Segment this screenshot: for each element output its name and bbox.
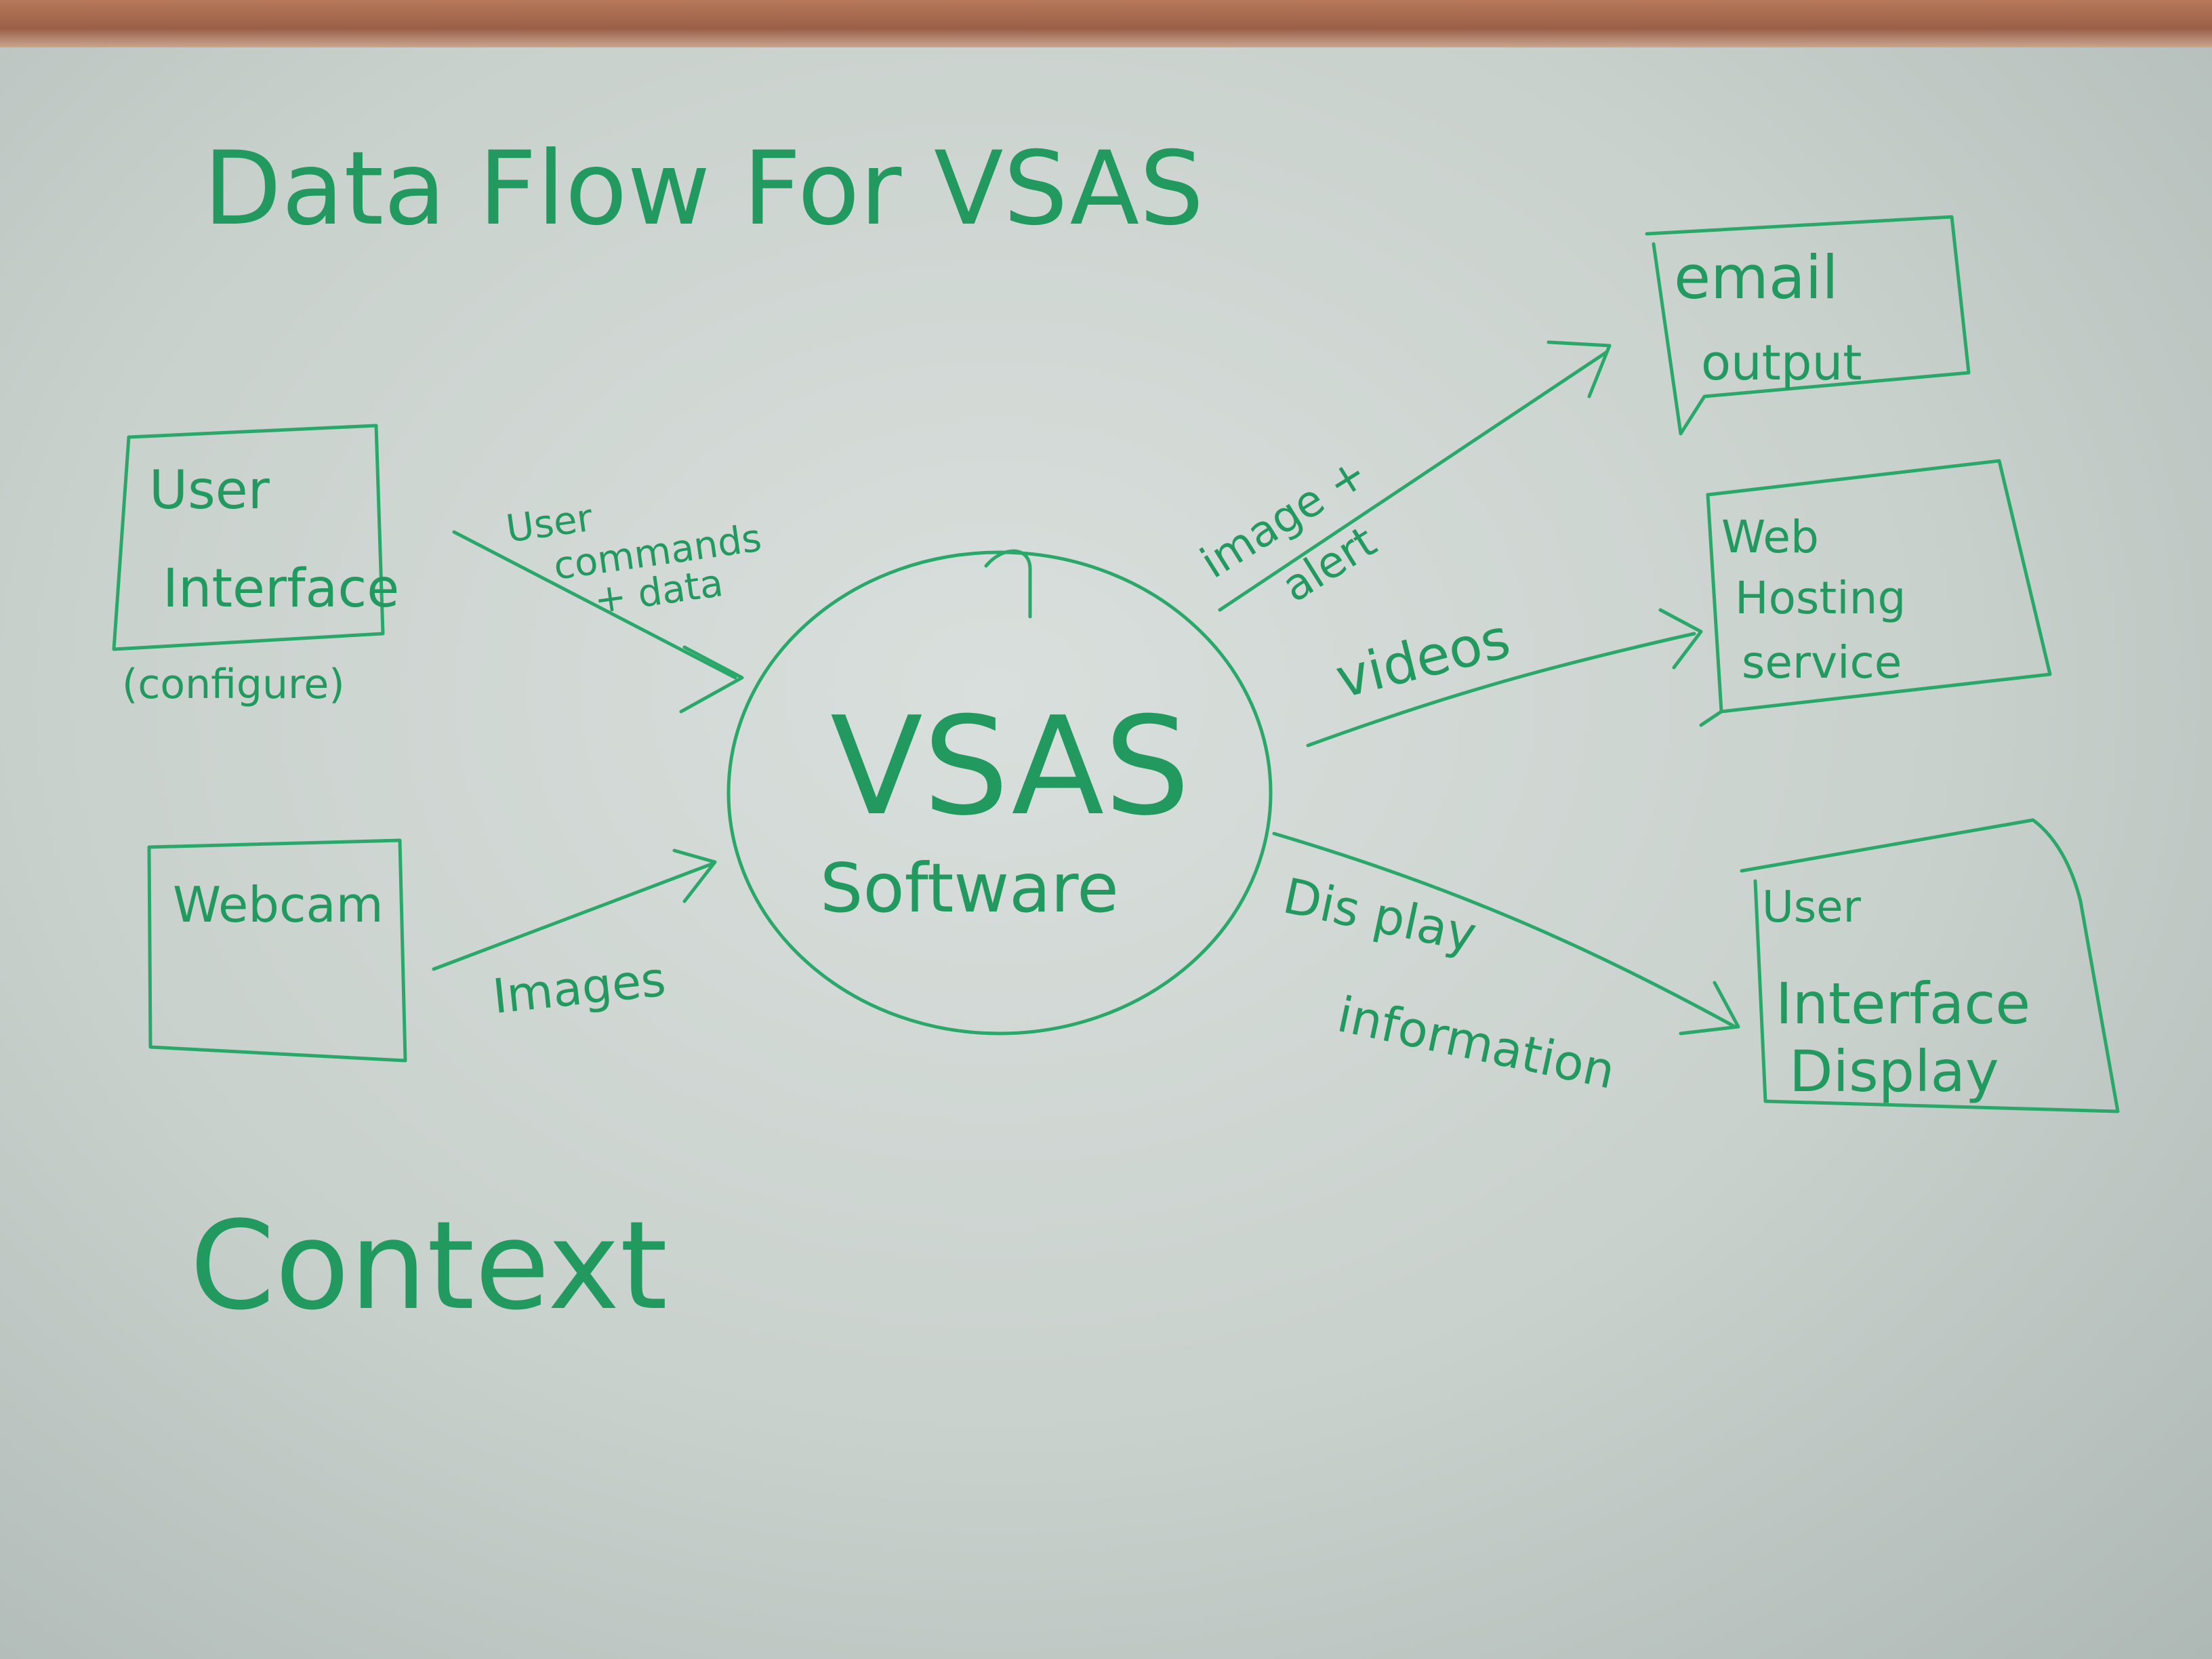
videos-arrowhead — [1658, 608, 1703, 670]
image-alert-arrow-line — [1218, 350, 1608, 612]
webcam-box — [147, 838, 407, 1063]
images-label: Images — [490, 951, 668, 1025]
webcam-node: Webcam — [147, 838, 407, 1063]
web-hosting-box — [1699, 459, 2052, 727]
vsas-label: VSAS — [830, 688, 1190, 846]
ui-display-line3: Display — [1789, 1038, 1999, 1105]
user-interface-node: User Interface (configure) — [112, 424, 399, 708]
email-line1: email — [1674, 243, 1839, 312]
ui-display-box — [1740, 818, 2120, 1113]
web-hosting-line3: service — [1742, 636, 1902, 689]
videos-arrow-line — [1306, 632, 1696, 747]
whiteboard-frame — [0, 0, 2212, 47]
user-commands-arrowhead — [679, 645, 744, 714]
flow-videos: videos — [1306, 607, 1703, 747]
display-info-line1: Dis play — [1278, 867, 1481, 963]
web-hosting-node: Web Hosting service — [1699, 459, 2052, 727]
videos-label: videos — [1330, 607, 1516, 710]
web-hosting-box-left — [1706, 493, 1723, 714]
context-label: Context — [190, 1195, 668, 1337]
display-info-line2: information — [1332, 985, 1620, 1100]
web-hosting-line2: Hosting — [1735, 572, 1906, 624]
email-node: email output — [1645, 215, 1971, 436]
flow-image-alert: image + alert — [1192, 340, 1612, 613]
vsas-circle — [726, 550, 1273, 1036]
vsas-circle-overlap — [984, 549, 1032, 619]
images-arrow-line — [432, 862, 714, 971]
flow-user-commands: User commands + data — [452, 496, 764, 714]
images-arrowhead — [672, 848, 717, 903]
webcam-label: Webcam — [173, 876, 384, 933]
user-interface-line1: User — [149, 460, 270, 521]
display-info-arrow-line — [1272, 832, 1737, 1029]
email-line2: output — [1701, 334, 1862, 391]
ui-display-node: User Interface Display — [1740, 818, 2120, 1113]
display-info-arrowhead — [1679, 981, 1740, 1036]
user-commands-arrow-line — [452, 530, 737, 680]
flow-images: Images — [432, 848, 717, 1025]
vsas-software-node: VSAS Software — [726, 549, 1273, 1036]
image-alert-arrowhead — [1547, 340, 1612, 398]
flow-display-info: Dis play information — [1272, 832, 1740, 1100]
software-label: Software — [820, 848, 1119, 928]
user-interface-note: (configure) — [122, 661, 345, 708]
email-box — [1645, 215, 1971, 436]
ui-display-line1: User — [1762, 882, 1862, 933]
user-interface-box — [112, 424, 385, 651]
ui-display-line2: Interface — [1776, 970, 2030, 1037]
user-interface-line2: Interface — [163, 558, 399, 619]
web-hosting-line1: Web — [1721, 511, 1819, 563]
diagram-title: Data Flow For VSAS — [203, 130, 1204, 248]
